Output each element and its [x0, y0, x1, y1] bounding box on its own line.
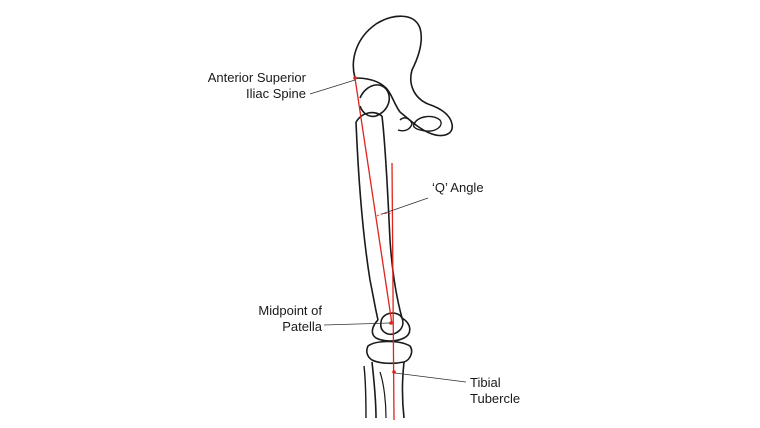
tibial-tubercle-marker	[392, 370, 396, 374]
patella-label-line2: Patella	[282, 319, 322, 334]
tibial-label-line2: Tubercle	[470, 391, 521, 406]
asis-label-line2: Iliac Spine	[246, 86, 306, 101]
asis-to-patella-line	[354, 77, 393, 325]
patella-leader-line	[323, 322, 391, 326]
pelvis-outline	[352, 15, 454, 137]
patella-to-tibial-line	[391, 162, 395, 421]
asis-label: Anterior Superior Iliac Spine	[190, 70, 306, 102]
greater-trochanter-outline	[355, 111, 383, 123]
q-angle-label-line1: ‘Q’ Angle	[432, 180, 484, 195]
tibial-leader-line	[394, 372, 467, 383]
tibia-lateral-edge	[371, 361, 377, 419]
patella-marker	[389, 321, 393, 325]
q-angle-arc	[376, 212, 393, 217]
fibula-inner-edge	[379, 371, 387, 419]
fibula-outline	[363, 365, 367, 419]
asis-label-line1: Anterior Superior	[207, 70, 306, 85]
tibial-label-line1: Tibial	[470, 375, 501, 390]
tibial-label: Tibial Tubercle	[470, 375, 570, 407]
femoral-head-outline	[359, 84, 391, 118]
femur-lateral-edge	[355, 121, 379, 321]
tibia-head-outline	[366, 340, 413, 365]
patella-label: Midpoint of Patella	[226, 303, 322, 335]
patella-label-line1: Midpoint of	[258, 303, 322, 318]
femur-medial-edge	[381, 115, 403, 319]
lesser-trochanter-outline	[397, 117, 413, 132]
q-angle-label: ‘Q’ Angle	[432, 180, 532, 196]
asis-marker	[353, 76, 357, 80]
asis-leader-line	[309, 79, 356, 95]
acetabulum-outline	[412, 115, 442, 132]
tibia-medial-edge	[401, 361, 405, 419]
q-angle-leader-line	[381, 197, 429, 215]
